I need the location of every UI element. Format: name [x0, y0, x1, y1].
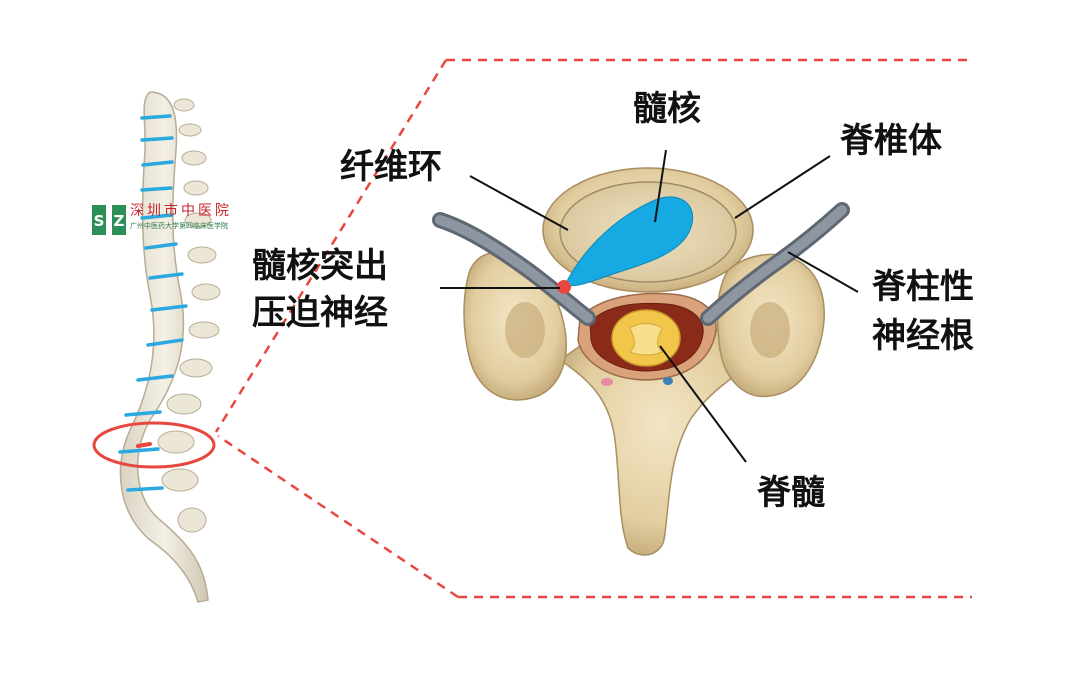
label-nucleus: 髓核	[633, 89, 701, 129]
label-nerve-root-line1: 脊柱性	[872, 267, 974, 307]
label-spinal-cord: 脊髓	[757, 473, 825, 513]
nerve-root-left-inner	[435, 215, 593, 323]
nerve-root-right-inner	[703, 205, 847, 323]
label-herniation-line2: 压迫神经	[252, 293, 388, 333]
callout-diagonal-upper	[214, 59, 448, 433]
label-herniation-line1: 髓核突出	[252, 246, 388, 286]
vertebra-cross-section	[432, 167, 850, 556]
spinal-cord-gray-matter	[629, 323, 663, 356]
spinous-process	[558, 317, 762, 556]
compression-point	[557, 280, 571, 294]
logo-mark-icon: S Z	[92, 205, 126, 235]
label-annulus: 纤维环	[340, 147, 442, 187]
leader-annulus	[469, 175, 569, 231]
leader-lines	[440, 149, 859, 463]
svg-text:S: S	[94, 212, 105, 230]
nucleus-pulposus	[564, 196, 693, 287]
logo-name: 深圳市中医院	[130, 203, 232, 219]
leader-vertebral-body	[734, 155, 831, 219]
spine-spinous-processes	[157, 98, 221, 533]
leader-nucleus	[654, 149, 667, 223]
logo-subtitle: 广州中医药大学第四临床医学院	[130, 222, 228, 230]
herniated-disc-mark	[136, 442, 152, 448]
leader-spinal-cord	[659, 345, 747, 463]
spine-body	[119, 91, 209, 603]
left-facet	[505, 302, 545, 358]
callout-diagonal-lower	[217, 434, 459, 599]
label-vertebral-body: 脊椎体	[840, 121, 942, 161]
label-nerve-root-line2: 神经根	[872, 316, 974, 356]
spine-column	[92, 91, 221, 603]
vessel-right	[663, 377, 673, 385]
callout-lines	[214, 58, 972, 599]
leader-nerve-root	[787, 251, 859, 293]
spine-discs	[118, 114, 188, 492]
hospital-logo: S Z 深圳市中医院 广州中医药大学第四临床医学院	[92, 203, 252, 237]
right-facet	[750, 302, 790, 358]
highlight-ellipse	[92, 421, 216, 469]
vessel-left	[601, 378, 613, 386]
svg-text:Z: Z	[114, 212, 125, 230]
